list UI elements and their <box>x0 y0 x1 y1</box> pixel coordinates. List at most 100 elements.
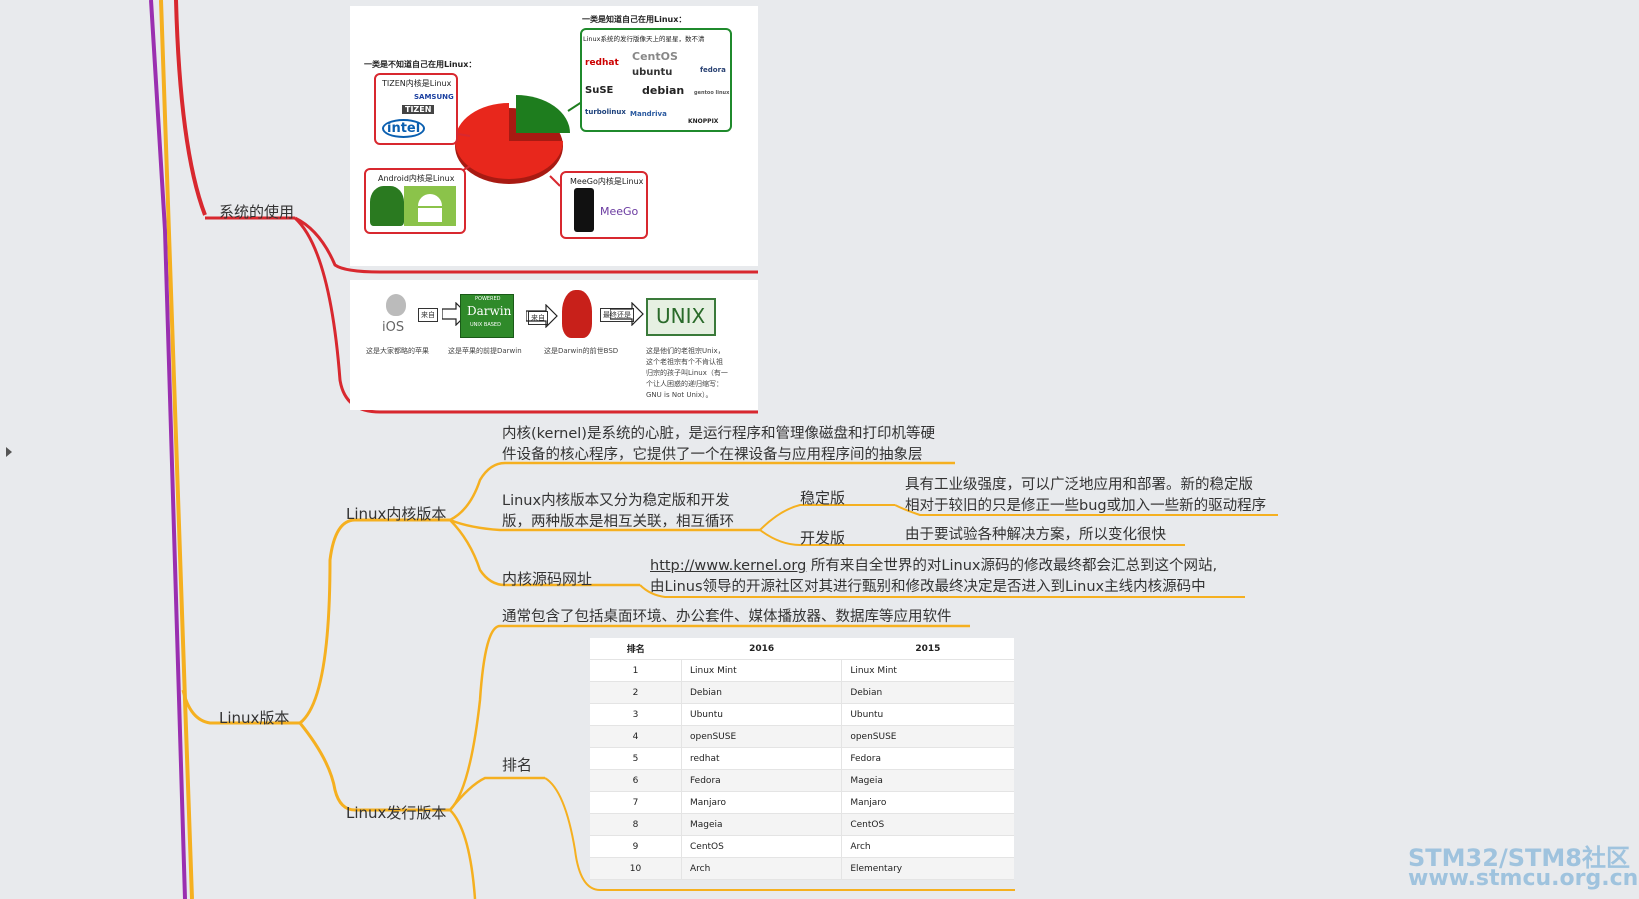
cell-2015: Fedora <box>841 747 1014 770</box>
arrow-right-icon-2 <box>526 304 558 328</box>
android-box: Android内核是Linux <box>364 168 466 234</box>
caption-unix-2: 这个老祖宗有个不肯认祖 <box>646 358 723 366</box>
cell-2016: Linux Mint <box>680 659 842 682</box>
source-desc-line2: 由Linus领导的开源社区对其进行甄别和修改最终决定是否进入到Linux主线内核… <box>650 579 1206 595</box>
watermark-url: www.stmcu.org.cn <box>1408 866 1639 891</box>
ios-logo: iOS <box>382 320 405 335</box>
node-stable[interactable]: 稳定版 <box>800 489 846 507</box>
cell-rank: 8 <box>590 813 682 836</box>
suse-logo: SuSE <box>585 85 614 96</box>
cell-rank: 7 <box>590 791 682 814</box>
knoppix-logo: KNOPPIX <box>688 118 719 125</box>
cell-2015: CentOS <box>841 813 1014 836</box>
turbolinux-logo: turbolinux <box>585 108 626 116</box>
caption-bsd: 这是Darwin的前世BSD <box>544 347 619 355</box>
redhat-logo: redhat <box>585 58 619 68</box>
arrow-label-1: 来自 <box>418 308 438 322</box>
tizen-logo: TIZEN <box>402 105 435 114</box>
node-distro-versions[interactable]: Linux发行版本 <box>346 804 447 822</box>
cell-rank: 2 <box>590 681 682 704</box>
fedora-logo: fedora <box>700 66 726 74</box>
android-mascot-icon <box>370 186 404 226</box>
gentoo-logo: gentoo linux <box>694 90 730 96</box>
caption-darwin: 这是苹果的前提Darwin <box>448 347 522 355</box>
debian-logo: debian <box>642 84 685 97</box>
linux-users-image: 一类是不知道自己在用Linux： 一类是知道自己在用Linux： TIZEN内核… <box>350 6 758 266</box>
cell-2016: CentOS <box>680 835 842 858</box>
node-linux-versions[interactable]: Linux版本 <box>219 709 290 727</box>
samsung-logo: SAMSUNG <box>414 93 454 101</box>
cell-2016: Fedora <box>680 769 842 792</box>
meego-box: MeeGo内核是Linux MeeGo <box>560 171 648 239</box>
tizen-title: TIZEN内核是Linux <box>382 79 452 88</box>
intel-logo: intel <box>382 119 426 138</box>
centos-logo: CentOS <box>632 50 678 63</box>
cell-rank: 9 <box>590 835 682 858</box>
ubuntu-logo: ubuntu <box>632 67 673 78</box>
node-source-url[interactable]: 内核源码网址 <box>502 570 593 588</box>
header-2016: 2016 <box>681 638 842 660</box>
tizen-box: TIZEN内核是Linux SAMSUNG TIZEN intel <box>374 73 458 145</box>
cell-rank: 1 <box>590 659 682 682</box>
ios-lineage-image: iOS 这是大家都略的苹果 来自 POWERED Darwin UNIX BAS… <box>350 280 758 410</box>
table-header-row: 排名 2016 2015 <box>590 638 1014 660</box>
aware-title: 一类是知道自己在用Linux： <box>582 15 687 24</box>
darwin-logo: Darwin <box>467 304 512 318</box>
cell-2015: Arch <box>841 835 1014 858</box>
phone-icon <box>574 188 594 232</box>
android-robot-icon <box>404 186 456 226</box>
node-dev[interactable]: 开发版 <box>800 529 846 547</box>
cell-2016: redhat <box>680 747 842 770</box>
cell-2016: Debian <box>680 681 842 704</box>
kernel-split-line2: 版，两种版本是相互关联，相互循环 <box>502 514 734 530</box>
cell-2015: Debian <box>841 681 1014 704</box>
bsd-daemon-icon <box>562 290 592 338</box>
watermark-title: STM32/STM8社区 <box>1408 844 1630 872</box>
caption-unix-1: 这是他们的老祖宗Unix， <box>646 347 725 355</box>
cell-2016: Mageia <box>680 813 842 836</box>
node-ranking[interactable]: 排名 <box>502 756 533 774</box>
unix-logo-box: UNIX <box>646 298 716 336</box>
distros-box: Linux系统的发行版像天上的星星，数不清 redhat CentOS ubun… <box>580 28 732 132</box>
cell-2015: Manjaro <box>841 791 1014 814</box>
cell-2015: Mageia <box>841 769 1014 792</box>
stable-desc-line2: 相对于较旧的只是修正一些bug或加入一些新的驱动程序 <box>905 498 1267 514</box>
node-kernel-versions[interactable]: Linux内核版本 <box>346 505 447 523</box>
cell-2015: openSUSE <box>841 725 1014 748</box>
android-title: Android内核是Linux <box>378 174 455 183</box>
darwin-logo-box: POWERED Darwin UNIX BASED <box>460 294 514 338</box>
source-desc-line1: http://www.kernel.org 所有来自全世界的对Linux源码的修… <box>650 556 1217 577</box>
arrow-right-icon-3 <box>610 302 644 326</box>
cell-2015: Linux Mint <box>841 659 1014 682</box>
users-pie-chart <box>450 95 580 187</box>
kernel-org-link[interactable]: http://www.kernel.org <box>650 558 807 574</box>
unaware-title: 一类是不知道自己在用Linux： <box>364 60 477 69</box>
caption-unix-5: GNU is Not Unix）。 <box>646 391 713 399</box>
cell-2016: Ubuntu <box>680 703 842 726</box>
dev-desc: 由于要试验各种解决方案，所以变化很快 <box>905 527 1166 543</box>
apple-icon <box>386 294 406 316</box>
expand-arrow-icon[interactable] <box>6 447 12 457</box>
source-desc-text: 所有来自全世界的对Linux源码的修改最终都会汇总到这个网站, <box>806 558 1218 574</box>
kernel-desc-line1: 内核(kernel)是系统的心脏，是运行程序和管理像磁盘和打印机等硬 <box>502 426 935 442</box>
distro-desc: 通常包含了包括桌面环境、办公套件、媒体播放器、数据库等应用软件 <box>502 609 952 625</box>
meego-title: MeeGo内核是Linux <box>570 177 644 186</box>
caption-unix-3: 归宗的孩子叫Linux（有一 <box>646 369 728 377</box>
mandriva-logo: Mandriva <box>630 110 667 118</box>
cell-rank: 5 <box>590 747 682 770</box>
aware-note: Linux系统的发行版像天上的星星，数不清 <box>583 35 705 43</box>
header-2015: 2015 <box>841 638 1014 660</box>
cell-2015: Ubuntu <box>841 703 1014 726</box>
darwin-sub: UNIX BASED <box>470 322 501 328</box>
node-system-usage[interactable]: 系统的使用 <box>219 203 295 221</box>
